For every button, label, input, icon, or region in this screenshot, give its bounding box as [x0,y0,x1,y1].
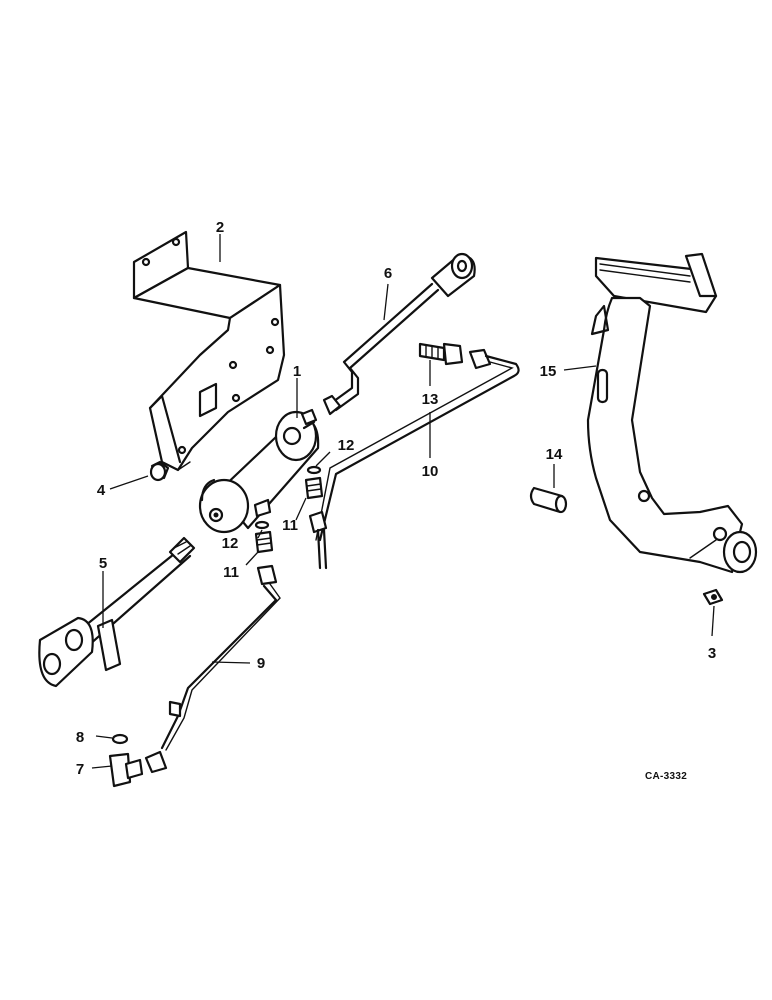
mounting-bracket [132,230,286,472]
callout-10: 10 [422,463,439,480]
clevis-rod [38,536,196,688]
grease-fitting-part-3 [702,588,724,606]
fittings-lower [254,520,274,554]
callout-12-upper: 12 [338,437,355,454]
callout-2: 2 [216,219,224,236]
callout-11-upper: 11 [282,517,298,534]
leader-lines [91,234,715,769]
brake-line-10 [308,348,520,570]
bushing-part-4 [149,460,170,482]
callout-8: 8 [76,729,84,746]
fitting-bolt [418,342,464,366]
callout-1: 1 [293,363,301,380]
callout-4: 4 [97,482,106,499]
callout-14: 14 [546,446,563,463]
callout-9: 9 [257,655,265,672]
oring-part-8 [111,733,129,745]
elbow-fitting-part-7 [108,752,144,788]
callout-15: 15 [540,363,557,380]
brake-pedal [586,252,758,574]
master-cylinder [198,408,320,534]
callout-labels: 1 2 3 4 5 6 7 8 9 10 11 11 12 12 13 14 1… [76,219,716,778]
pin-part-14 [529,486,568,514]
drawing-code: CA-3332 [645,771,687,782]
callout-12-lower: 12 [222,535,239,552]
callout-7: 7 [76,761,84,778]
fittings-upper [304,465,324,500]
callout-3: 3 [708,645,716,662]
callout-5: 5 [99,555,107,572]
brake-line-9 [144,564,281,774]
push-rod [322,252,476,416]
callout-11-lower: 11 [223,564,239,581]
callout-6: 6 [384,265,392,282]
callout-13: 13 [422,391,439,408]
